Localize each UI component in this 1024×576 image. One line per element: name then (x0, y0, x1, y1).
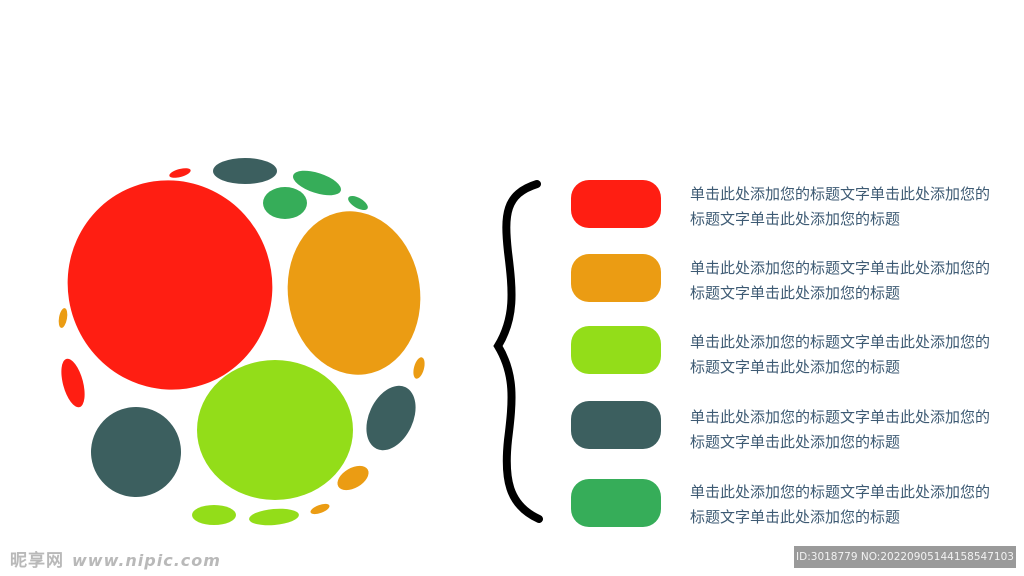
sphere-dot-left-orange-small (58, 308, 68, 328)
item-4-text: 单击此处添加您的标题文字单击此处添加您的标题文字单击此处添加您的标题 (690, 408, 991, 451)
sphere-dot-bottom-lime-2 (249, 508, 299, 526)
item-3-color-pill (571, 326, 661, 374)
sphere-dot-left-red (61, 358, 85, 408)
item-4-color-pill (571, 401, 661, 449)
sphere-dot-right-slate (366, 385, 416, 451)
sphere-dot-bottom-orange (337, 465, 369, 491)
sphere-dot-top-green-1 (263, 187, 307, 219)
sphere-dot-right-orange-small (413, 357, 425, 379)
sphere-dot-top-slate (213, 158, 277, 184)
item-2-text: 单击此处添加您的标题文字单击此处添加您的标题文字单击此处添加您的标题 (690, 259, 991, 302)
item-1-text: 单击此处添加您的标题文字单击此处添加您的标题文字单击此处添加您的标题 (690, 185, 991, 228)
sphere-dot-left-slate (91, 407, 181, 497)
sphere-dot-bottom-orange-tiny (310, 503, 330, 515)
item-2-color-pill (571, 254, 661, 302)
watermark-id: ID:3018779 NO:20220905144158547103 (794, 546, 1016, 568)
item-5-text: 单击此处添加您的标题文字单击此处添加您的标题文字单击此处添加您的标题 (690, 483, 991, 526)
sphere-dot-top-red-small (169, 168, 191, 178)
sphere-dot-top-green-3 (348, 196, 368, 210)
sphere-dot-big-lime (197, 360, 353, 500)
sphere-dot-big-orange (287, 211, 421, 375)
sphere-dot-top-green-2 (293, 170, 341, 196)
item-5-color-pill (571, 479, 661, 527)
sphere-dot-bottom-lime-1 (192, 505, 236, 525)
sphere-dot-big-red (67, 180, 273, 390)
item-1-color-pill (571, 180, 661, 228)
item-3-text: 单击此处添加您的标题文字单击此处添加您的标题文字单击此处添加您的标题 (690, 333, 991, 376)
